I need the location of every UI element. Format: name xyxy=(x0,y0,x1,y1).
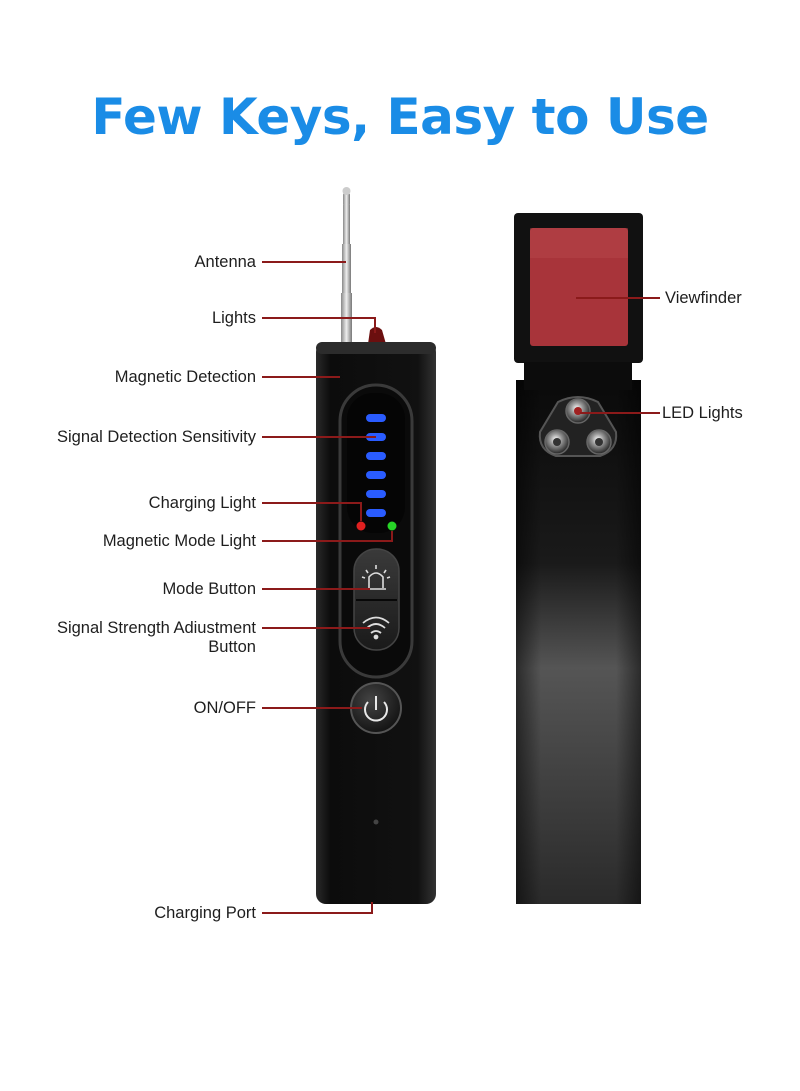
mic-hole xyxy=(373,819,379,825)
viewfinder xyxy=(530,228,628,346)
right-device xyxy=(514,213,643,904)
label-magnetic-detection: Magnetic Detection xyxy=(114,368,256,386)
label-signal-strength-line1: Signal Strength Adiustment xyxy=(56,619,256,637)
label-signal-strength-line2: Button xyxy=(208,638,256,656)
magnetic-led xyxy=(387,521,397,531)
label-signal-strength-adjustment: Signal Strength Adiustment Button xyxy=(57,619,256,657)
left-device xyxy=(316,187,436,904)
charging-led xyxy=(356,521,366,531)
led-cluster xyxy=(538,396,618,457)
headline: Few Keys, Easy to Use xyxy=(91,88,709,146)
label-antenna: Antenna xyxy=(194,253,256,271)
label-charging-light: Charging Light xyxy=(148,494,256,512)
label-signal-detection-sensitivity: Signal Detection Sensitivity xyxy=(56,428,256,446)
label-lights: Lights xyxy=(211,309,256,327)
top-light xyxy=(368,327,386,344)
label-led-lights: LED Lights xyxy=(662,404,743,422)
label-charging-port: Charging Port xyxy=(154,904,256,922)
antenna xyxy=(341,187,352,343)
leader-lines xyxy=(262,261,660,914)
label-on-off: ON/OFF xyxy=(193,699,256,717)
label-viewfinder: Viewfinder xyxy=(665,289,742,307)
label-mode-button: Mode Button xyxy=(162,580,256,598)
sensitivity-leds xyxy=(366,414,386,517)
wifi-signal-icon xyxy=(362,616,390,640)
label-magnetic-mode-light: Magnetic Mode Light xyxy=(102,532,256,550)
power-icon xyxy=(364,696,388,722)
